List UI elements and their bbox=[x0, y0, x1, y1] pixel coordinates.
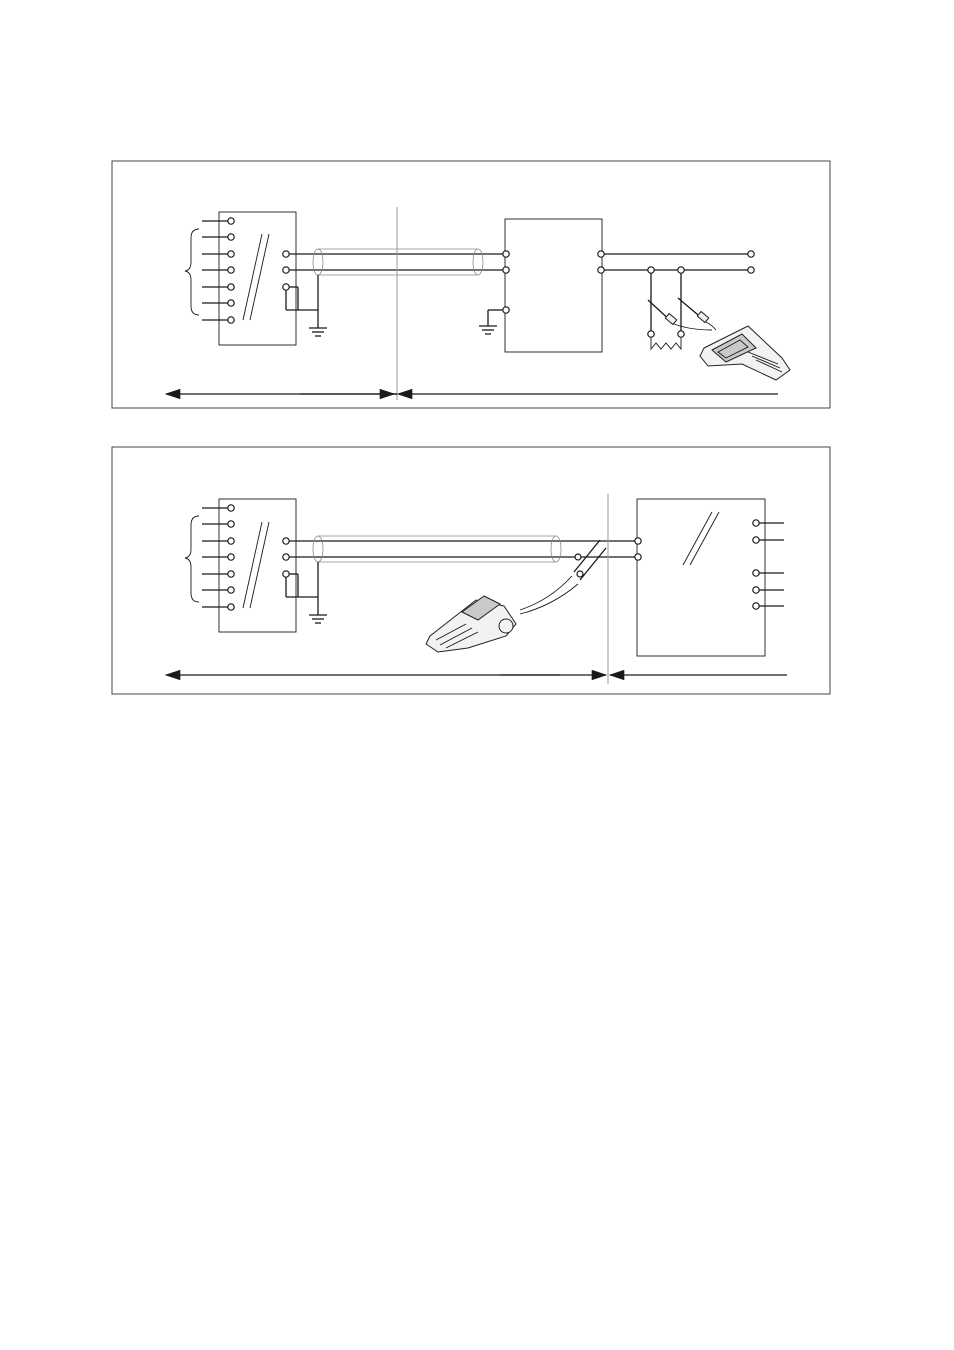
diagram-2 bbox=[112, 447, 830, 694]
ground-icon bbox=[309, 328, 327, 336]
left-module-1 bbox=[185, 212, 296, 345]
diagram-2-frame bbox=[112, 447, 830, 694]
handheld-communicator-icon bbox=[700, 326, 790, 380]
shielded-cable-1 bbox=[286, 249, 503, 328]
diagram-1 bbox=[112, 161, 830, 408]
handheld-communicator-icon bbox=[426, 596, 516, 652]
diagram-1-frame bbox=[112, 161, 830, 408]
input-terminals-2 bbox=[202, 505, 234, 610]
input-terminals-1 bbox=[202, 218, 234, 323]
left-module-2 bbox=[185, 499, 296, 632]
ground-icon bbox=[309, 615, 327, 623]
right-module-2 bbox=[635, 499, 784, 656]
transmitter-1 bbox=[479, 219, 604, 352]
probe-clips-2 bbox=[520, 540, 606, 614]
